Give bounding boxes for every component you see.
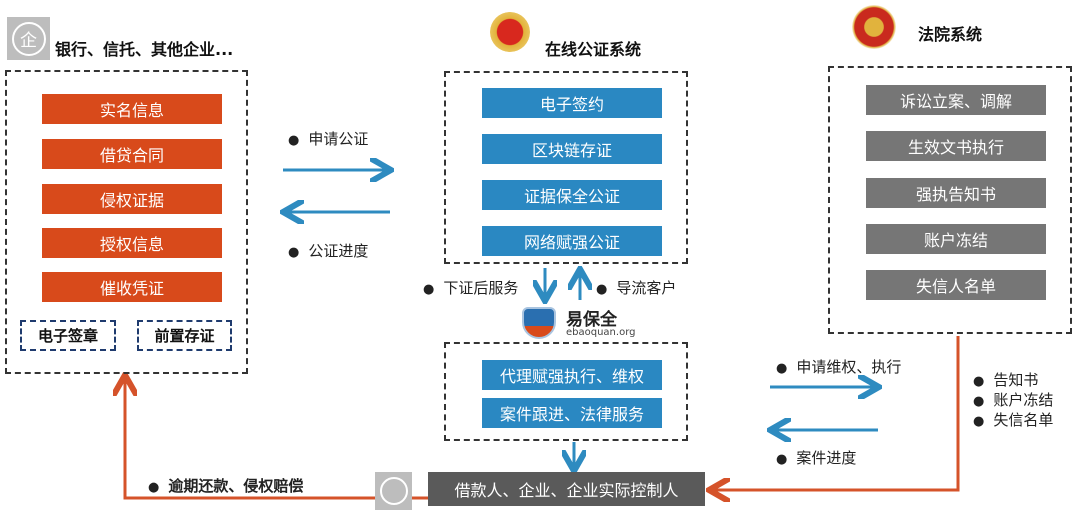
notary-item: 电子签约	[482, 88, 662, 118]
arrow-court-to-borrower	[712, 336, 960, 490]
notice-label: 失信名单	[973, 409, 1053, 430]
notary-item: 区块链存证	[482, 134, 662, 164]
shield-icon	[522, 307, 556, 339]
logo-url: ebaoquan.org	[566, 327, 636, 338]
notice-label: 账户冻结	[973, 389, 1053, 410]
court-title: 法院系统	[918, 25, 983, 44]
court-item: 账户冻结	[866, 224, 1046, 254]
bank-item: 实名信息	[42, 94, 222, 124]
court-panel	[828, 66, 1072, 334]
enterprise-icon: 企	[7, 17, 50, 60]
pre-deposit-badge: 前置存证	[137, 320, 232, 351]
notary-progress-label: 公证进度	[288, 240, 368, 261]
court-emblem-icon	[852, 5, 896, 49]
service-item: 案件跟进、法律服务	[482, 398, 662, 428]
notary-item: 网络赋强公证	[482, 226, 662, 256]
apply-enforce-label: 申请维权、执行	[776, 356, 901, 377]
case-progress-label: 案件进度	[776, 447, 856, 468]
court-item: 诉讼立案、调解	[866, 85, 1046, 115]
bank-item: 借贷合同	[42, 139, 222, 169]
person-icon	[375, 472, 412, 510]
bank-item: 侵权证据	[42, 184, 222, 214]
court-item: 生效文书执行	[866, 131, 1046, 161]
service-panel	[444, 342, 688, 441]
court-item: 失信人名单	[866, 270, 1046, 300]
bank-item: 授权信息	[42, 228, 222, 258]
notary-item: 证据保全公证	[482, 180, 662, 210]
referral-label: 导流客户	[596, 277, 676, 298]
logo-name: 易保全	[566, 310, 617, 330]
notice-label: 告知书	[973, 369, 1038, 390]
borrower-box: 借款人、企业、企业实际控制人	[428, 472, 705, 506]
bank-item: 催收凭证	[42, 272, 222, 302]
apply-notary-label: 申请公证	[288, 128, 368, 149]
notary-title: 在线公证系统	[545, 40, 642, 59]
notary-panel	[444, 71, 688, 264]
bank-panel	[5, 70, 248, 374]
post-service-label: 下证后服务	[423, 277, 518, 298]
bank-title: 银行、信托、其他企业...	[55, 40, 234, 59]
e-seal-badge: 电子签章	[20, 320, 116, 351]
ebaoquan-logo: 易保全 ebaoquan.org	[518, 305, 643, 343]
notary-emblem-icon	[490, 12, 530, 52]
repay-label: 逾期还款、侵权赔偿	[148, 475, 303, 496]
service-item: 代理赋强执行、维权	[482, 360, 662, 390]
arrow-borrower-to-bank	[125, 378, 428, 500]
court-item: 强执告知书	[866, 178, 1046, 208]
